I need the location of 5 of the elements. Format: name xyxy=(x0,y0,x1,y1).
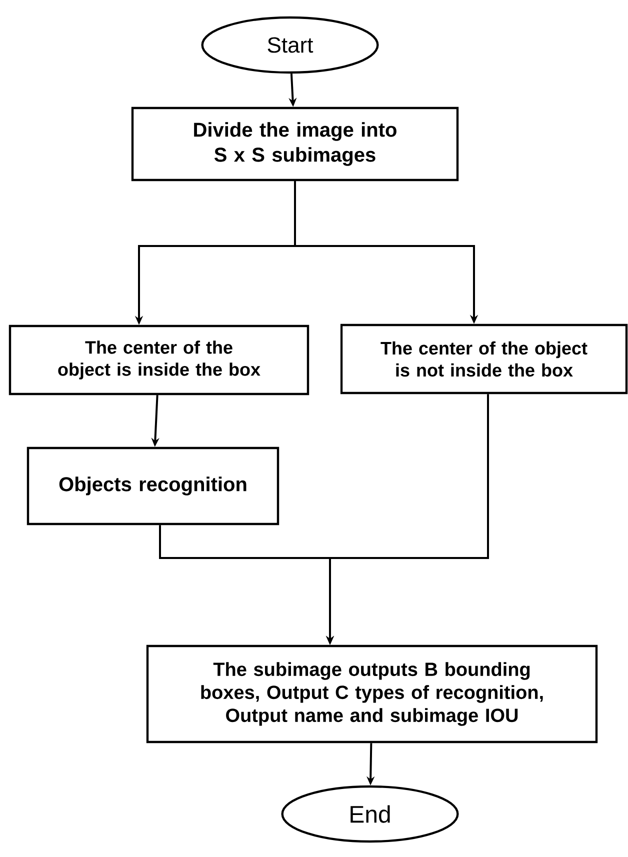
process-box: Objects recognition xyxy=(26,446,280,526)
process-box: The center of the object is not inside the box xyxy=(340,324,628,394)
process-box: The center of the object is inside the box xyxy=(8,324,310,396)
process-box: Divide the image into S x S subimages xyxy=(131,106,459,182)
process-box: The subimage outputs B bounding boxes, Output C types of recognition, Output name and subimage IOU xyxy=(146,644,598,744)
